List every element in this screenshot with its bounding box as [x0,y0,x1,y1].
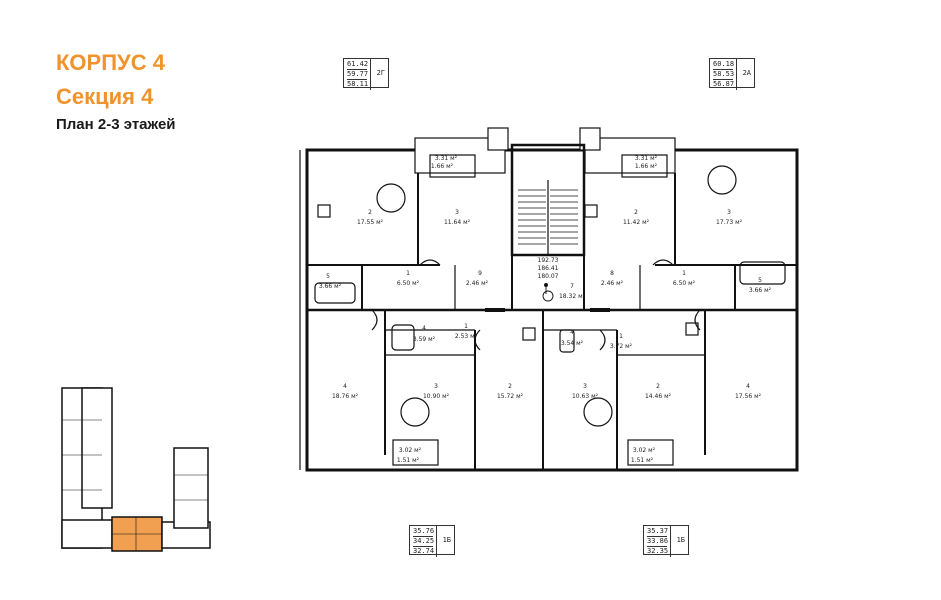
wheelchair-icon [542,283,554,302]
area-total: 35.37 [647,527,669,537]
area-reduced: 33.86 [647,537,669,547]
apartment-code: 2Г [376,69,385,77]
room-number: 2 [634,209,638,216]
room-number: 3 [727,209,731,216]
room-area: 3.31 м² [635,155,658,162]
apartment-code: 2А [742,69,751,77]
room-number: 4 [422,325,426,332]
room-area: 1.66 м² [635,163,658,170]
area-reduced: 58.53 [713,70,735,80]
room-number: 3 [583,383,587,390]
room-area: 10.90 м² [423,393,450,400]
room-area: 2.46 м² [601,280,624,287]
room-area: 17.56 м² [735,393,762,400]
room-number: 5 [326,273,330,280]
room-number: 4 [570,329,574,336]
room-area: 3.54 м² [561,340,584,347]
room-area: 18.32 м² [559,293,586,300]
area-total: 61.42 [347,60,369,70]
room-number: 2 [656,383,660,390]
room-area: 14.46 м² [645,393,672,400]
building-title: КОРПУС 4 [56,50,165,75]
apartment-stamp-top-right: 60.18 58.53 56.87 2А [709,58,755,90]
area-reduced: 34.25 [413,537,435,547]
apartment-stamp-bottom-right: 35.37 33.86 32.35 1Б [643,525,689,557]
room-number: 4 [343,383,347,390]
area-total: 35.76 [413,527,435,537]
plan-subtitle: План 2-3 этажей [56,116,176,133]
room-number: 2 [508,383,512,390]
area-living: 58.11 [347,80,369,88]
section-title: Секция 4 [56,84,154,109]
core-area: 186.41 [538,265,559,272]
area-reduced: 59.77 [347,70,369,80]
area-living: 32.35 [647,547,669,555]
room-number: 1 [406,270,410,277]
room-number: 9 [478,270,482,277]
room-area: 3.72 м² [610,343,633,350]
area-living: 56.87 [713,80,735,88]
apartment-code: 1Б [442,536,451,544]
room-number: 1 [619,333,623,340]
apartment-stamp-bottom-left: 35.76 34.25 32.74 1Б [409,525,455,557]
room-number: 1 [464,323,468,330]
core-area: 192.73 [538,257,559,264]
room-area: 2.46 м² [466,280,489,287]
room-area: 17.55 м² [357,219,384,226]
room-area: 3.59 м² [413,336,436,343]
room-number: 1 [682,270,686,277]
room-area: 11.64 м² [444,219,471,226]
room-area: 3.66 м² [749,287,772,294]
room-area: 2.53 м² [455,333,478,340]
room-number: 3 [434,383,438,390]
room-number: 8 [610,270,614,277]
room-area: 10.63 м² [572,393,599,400]
room-area: 1.51 м² [631,457,654,464]
room-number: 2 [368,209,372,216]
room-area: 1.51 м² [397,457,420,464]
room-area: 6.50 м² [673,280,696,287]
room-number: 4 [746,383,750,390]
room-number: 7 [570,283,574,290]
room-area: 3.02 м² [399,447,422,454]
room-area: 3.02 м² [633,447,656,454]
room-area: 18.76 м² [332,393,359,400]
core-area: 180.07 [538,273,559,280]
room-area: 15.72 м² [497,393,524,400]
room-number: 5 [758,277,762,284]
room-area: 1.66 м² [431,163,454,170]
area-total: 60.18 [713,60,735,70]
area-living: 32.74 [413,547,435,555]
apartment-code: 1Б [676,536,685,544]
apartment-stamp-top-left: 61.42 59.77 58.11 2Г [343,58,389,90]
room-number: 3 [455,209,459,216]
room-area: 3.66 м² [319,283,342,290]
building-key-plan [61,387,211,552]
room-area: 17.73 м² [716,219,743,226]
room-area: 3.31 м² [435,155,458,162]
room-area: 6.50 м² [397,280,420,287]
room-area: 11.42 м² [623,219,650,226]
